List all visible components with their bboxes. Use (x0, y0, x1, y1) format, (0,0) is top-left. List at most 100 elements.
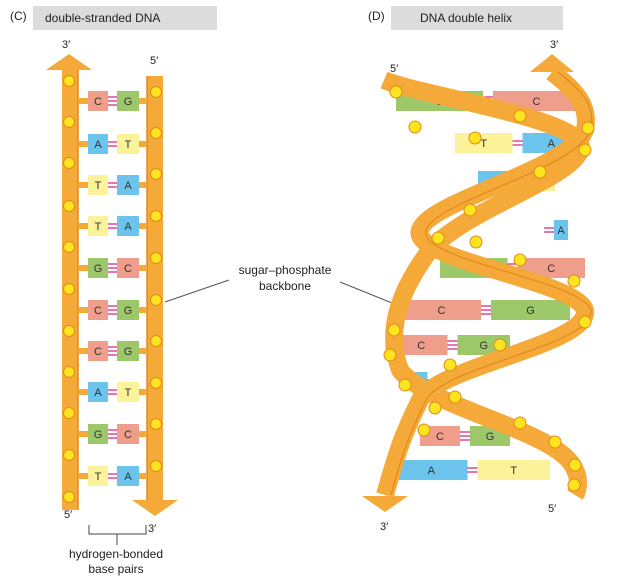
panel-c-end-bottom-left: 5′ (64, 509, 72, 521)
panel-c-letter: (C) (10, 9, 27, 23)
phosphate-helix (398, 378, 412, 392)
base-left (395, 335, 448, 355)
base-left (88, 382, 108, 402)
base-letter: G (486, 431, 495, 443)
panel-d-end-top-right: 3′ (550, 39, 558, 51)
phosphate-right (150, 377, 162, 389)
base-letter: A (428, 465, 436, 477)
hbond-label-line1: hydrogen-bonded (69, 547, 163, 561)
phosphate-helix (469, 235, 483, 249)
base-right (117, 216, 139, 236)
phosphate-helix (567, 478, 581, 492)
phosphate-helix (431, 231, 445, 245)
base-right (117, 424, 139, 444)
phosphate-helix (389, 85, 403, 99)
phosphate-helix (493, 338, 507, 352)
base-left (88, 424, 108, 444)
phosphate-helix (463, 203, 477, 217)
base-left (88, 175, 108, 195)
panel-d-end-top-left: 5′ (390, 63, 398, 75)
base-right (491, 300, 570, 320)
base-right (117, 175, 139, 195)
helix-strand-b (376, 64, 595, 498)
base-letter: C (417, 340, 425, 352)
base-right (117, 134, 139, 154)
phosphate-right (150, 335, 162, 347)
base-letter: T (125, 387, 132, 399)
base-letter: G (479, 340, 488, 352)
phosphate-helix (513, 109, 527, 123)
phosphate-right (150, 460, 162, 472)
base-letter: C (94, 346, 102, 358)
panel-d-title: DNA double helix (420, 11, 512, 25)
base-letter: T (510, 465, 517, 477)
base-right (117, 258, 139, 278)
base-right (554, 220, 568, 240)
phosphate-left (63, 200, 75, 212)
base-letter: C (124, 429, 132, 441)
base-left (395, 460, 468, 480)
phosphate-helix (513, 416, 527, 430)
panel-d-letter: (D) (368, 9, 385, 23)
phosphate-right (150, 252, 162, 264)
panel-d-header: (D) DNA double helix (368, 6, 563, 30)
phosphate-helix (533, 165, 547, 179)
base-letter: T (95, 471, 102, 483)
phosphate-right (150, 168, 162, 180)
base-letter: C (547, 263, 555, 275)
base-letter: A (94, 139, 102, 151)
helix-arrow-down (362, 496, 408, 512)
phosphate-helix (387, 323, 401, 337)
base-letter: C (436, 431, 444, 443)
base-left (402, 300, 481, 320)
base-left (88, 134, 108, 154)
base-left (88, 466, 108, 486)
phosphate-helix (513, 253, 527, 267)
base-letter: C (94, 96, 102, 108)
phosphate-left (63, 75, 75, 87)
panel-d-end-bottom-left: 3′ (380, 521, 388, 533)
backbone-pointer-left (164, 279, 230, 303)
phosphate-helix (383, 348, 397, 362)
phosphate-helix (443, 358, 457, 372)
base-letter: G (94, 263, 103, 275)
base-left (88, 341, 108, 361)
base-right (117, 382, 139, 402)
panel-d-end-bottom-right: 5′ (548, 503, 556, 515)
phosphate-helix (417, 423, 431, 437)
helix-arrow-up (530, 54, 574, 72)
phosphate-left (63, 325, 75, 337)
helix-strand-a (380, 71, 590, 500)
base-letter: A (124, 221, 132, 233)
phosphate-right (150, 418, 162, 430)
phosphate-helix (567, 274, 581, 288)
phosphate-left (63, 491, 75, 503)
phosphate-helix (408, 120, 422, 134)
base-letter: A (557, 225, 565, 237)
phosphate-left (63, 241, 75, 253)
base-right (117, 91, 139, 111)
panel-c-end-top-left: 3′ (62, 39, 70, 51)
hbond-bracket (88, 525, 147, 535)
phosphate-helix (578, 143, 592, 157)
panel-c-title: double-stranded DNA (45, 11, 160, 25)
phosphate-left (63, 366, 75, 378)
base-letter: T (95, 180, 102, 192)
base-left (88, 216, 108, 236)
base-letter: T (95, 221, 102, 233)
phosphate-helix (581, 121, 595, 135)
